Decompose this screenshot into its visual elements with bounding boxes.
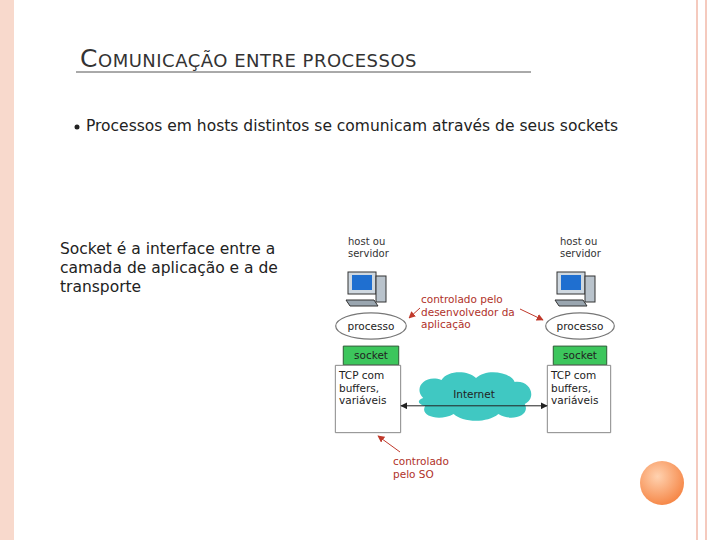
- body-text: Socket é a interface entre a camada de a…: [60, 240, 342, 297]
- slide-title: COMUNICAÇÃO ENTRE PROCESSOS: [80, 44, 417, 73]
- internet-cloud: Internet: [413, 368, 535, 422]
- socket-fill: [343, 346, 398, 365]
- annotation-note: controlado pelo SO: [393, 455, 459, 480]
- border-line: [696, 0, 698, 540]
- leader-arrow: [378, 436, 400, 452]
- computer-icon: [555, 272, 595, 306]
- tcp-box: TCP com buffers, variáveis: [335, 365, 401, 433]
- box-fill: [335, 365, 400, 432]
- border-line: [705, 0, 707, 540]
- decor-circle: [640, 461, 684, 505]
- socket-box: socket: [343, 346, 399, 365]
- host-label: host ou servidor: [560, 236, 608, 260]
- annotation-note: controlado pelo desenvolvedor da aplicaç…: [421, 293, 525, 331]
- node-text: socket: [354, 349, 388, 362]
- leader-arrow: [520, 309, 543, 320]
- host-label: host ou servidor: [348, 236, 396, 260]
- node-text: processo: [348, 320, 395, 333]
- bullet-dot: [75, 125, 80, 130]
- border-band: [0, 0, 14, 540]
- box-fill: [547, 365, 610, 432]
- computer-icon: [346, 272, 386, 306]
- socket-box: socket: [553, 346, 607, 365]
- cloud-fill: [419, 372, 531, 421]
- process-ellipse: processo: [545, 312, 615, 340]
- node-text: TCP com buffers, variáveis: [551, 369, 607, 407]
- title-underline: [76, 72, 531, 73]
- node-text: socket: [563, 349, 597, 362]
- leader-arrow: [409, 308, 420, 318]
- node-text: TCP com buffers, variáveis: [339, 369, 395, 407]
- bullet-text: Processos em hosts distintos se comunica…: [66, 117, 656, 136]
- connector-arrow: [401, 405, 547, 406]
- socket-fill: [553, 346, 606, 365]
- node-text: processo: [557, 320, 604, 333]
- ellipse-fill: [336, 313, 407, 339]
- tcp-box: TCP com buffers, variáveis: [547, 365, 611, 433]
- node-text: Internet: [453, 388, 495, 401]
- ellipse-fill: [546, 313, 615, 339]
- process-ellipse: processo: [335, 312, 407, 340]
